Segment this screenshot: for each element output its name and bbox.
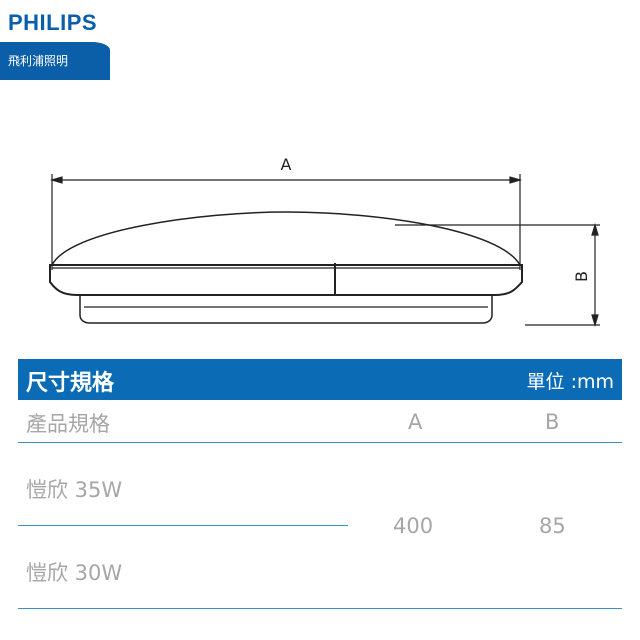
lamp-dome — [51, 211, 521, 266]
divider — [18, 608, 622, 609]
logo-band — [0, 42, 110, 80]
col-header-model: 產品規格 — [26, 412, 110, 436]
value-a: 400 — [393, 514, 434, 538]
divider — [18, 442, 622, 443]
col-header-a: A — [408, 410, 423, 434]
philips-logo: PHILIPS 飛利浦照明 — [0, 0, 112, 82]
unit-label: 單位 :mm — [526, 371, 614, 393]
row-model-2: 愷欣 30W — [26, 561, 123, 585]
brand-subtitle: 飛利浦照明 — [8, 54, 69, 68]
label-a: A — [281, 155, 292, 174]
divider — [18, 525, 348, 526]
col-header-b: B — [545, 410, 560, 434]
spec-header: 尺寸規格 單位 :mm — [18, 359, 622, 400]
row-model-1: 愷欣 35W — [26, 478, 123, 502]
lamp-base — [79, 295, 493, 324]
spec-title: 尺寸規格 — [26, 371, 115, 396]
value-b: 85 — [539, 514, 566, 538]
brand-name: PHILIPS — [8, 10, 98, 35]
label-b: B — [572, 271, 591, 282]
dimension-drawing: A B — [49, 155, 600, 328]
